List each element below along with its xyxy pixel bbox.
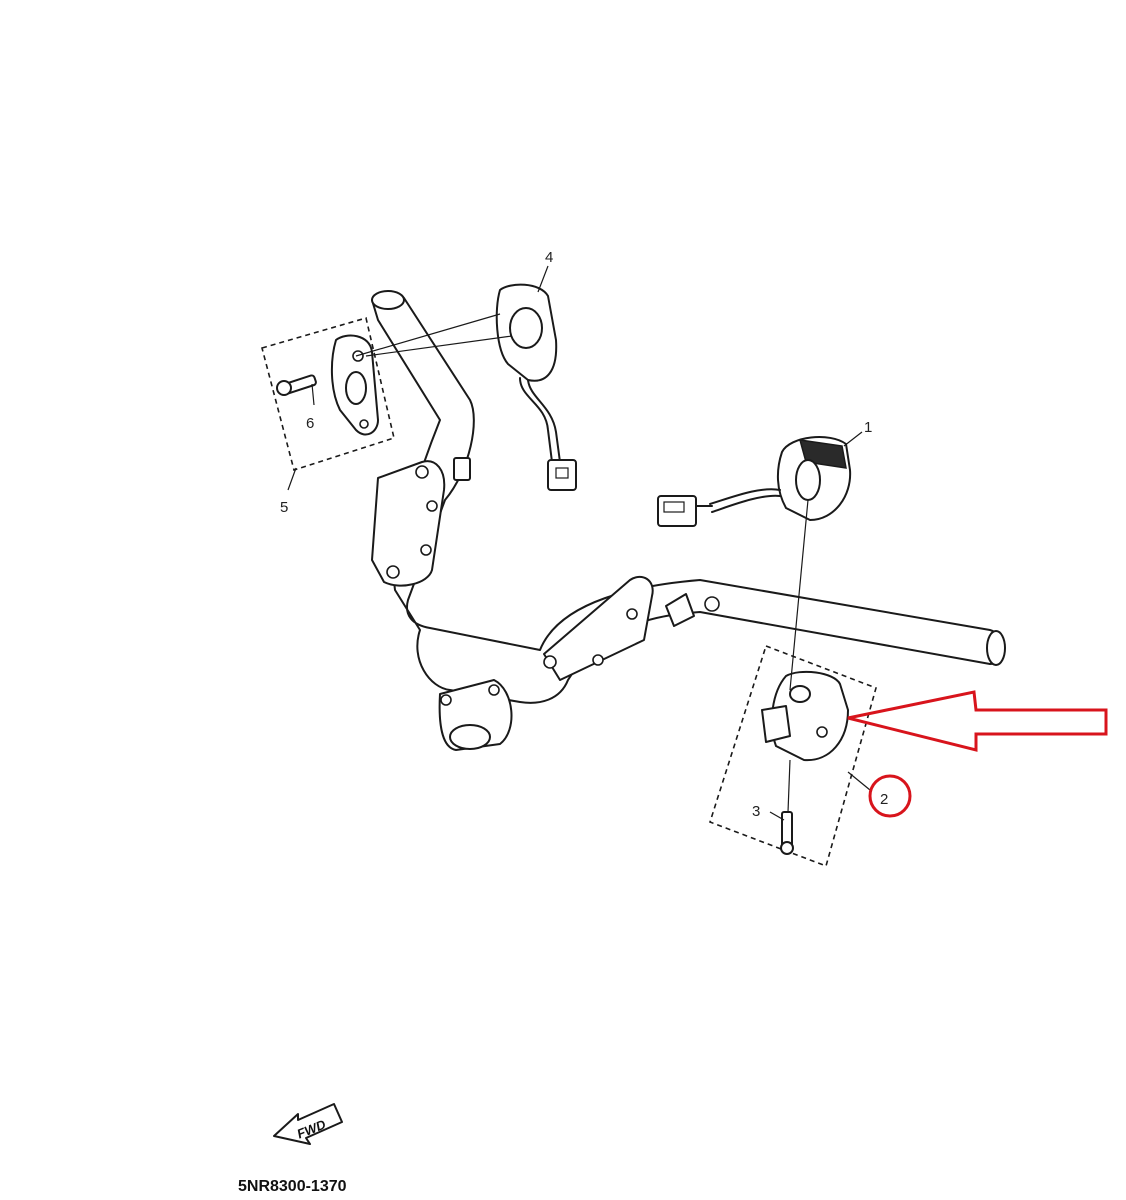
highlight-arrow [847,690,1108,752]
callout-3: 3 [752,803,760,820]
highlight-circle [868,774,912,818]
callout-4: 4 [545,249,553,266]
leader-lines [287,265,871,821]
callout-6: 6 [306,415,314,432]
switch-assembly-1 [657,436,852,527]
fwd-arrow: FWD [273,1103,343,1145]
callout-2: 2 [880,791,888,808]
handlebar [371,290,1006,751]
part-number: 5NR8300-1370 [238,1178,347,1195]
clamp-assembly-5 [261,316,395,472]
callout-1: 1 [864,419,872,436]
switch-assembly-4 [495,283,577,491]
switch-body-2 [709,644,877,868]
callout-5: 5 [280,499,288,516]
